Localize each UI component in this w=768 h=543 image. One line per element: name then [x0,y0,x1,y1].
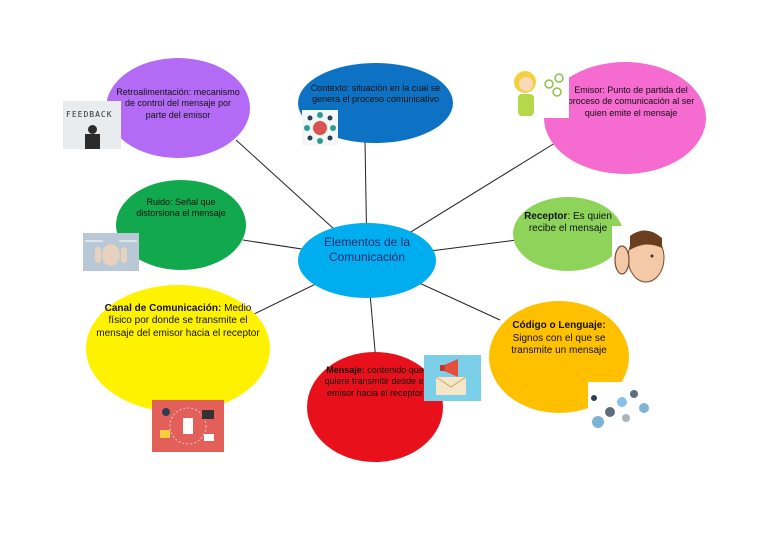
node-receptor: Receptor: Es quien recibe el mensaje [513,197,623,271]
contexto-text: situación en la cual se genera el proces… [311,82,441,104]
ear-listening-icon [612,226,670,288]
node-retroalimentacion: Retroalimentación: mecanismo de control … [106,58,250,158]
node-mensaje: Mensaje: contenido que quiere transmitir… [307,352,443,462]
letters-code-icon [588,382,654,434]
node-codigo: Código o Lenguaje: Signos con el que se … [489,301,629,413]
channel-devices-icon [152,400,224,452]
emisor-text: Punto de partida del proceso de comunica… [567,85,695,118]
feedback-photo-icon: FEEDBACK [63,101,121,149]
center-label: Elementos de la Comunicación [323,234,411,264]
node-canal: Canal de Comunicación: Medio físico por … [86,285,270,412]
ruido-text: Señal que distorsiona el mensaje [136,196,226,218]
codigo-text: Signos con el que se transmite un mensaj… [511,332,607,357]
receptor-title: Receptor [524,210,568,222]
retroalimentacion-title: Retroalimentación: [116,87,192,98]
mensaje-text: contenido que quiere transmitir desde el… [324,365,426,398]
emisor-title: Emisor: [574,85,605,96]
node-emisor: Emisor: Punto de partida del proceso de … [544,62,706,174]
contexto-title: Contexto: [310,82,350,93]
retroalimentacion-text: mecanismo de control del mensaje por par… [124,87,240,120]
woman-speaking-icon [507,66,569,118]
envelope-megaphone-icon [424,355,481,401]
canal-title: Canal de Comunicación: [104,302,222,314]
ruido-title: Ruido: [146,196,173,207]
canal-text: Medio físico por donde se transmite el m… [96,302,260,339]
feedback-sign: FEEDBACK [66,110,113,119]
mensaje-title: Mensaje: [326,365,365,376]
noise-head-icon [83,233,139,271]
codigo-title: Código o Lenguaje: [512,320,606,332]
receptor-text: : Es quien recibe el mensaje [528,210,612,235]
node-center: Elementos de la Comunicación [298,223,436,298]
people-network-icon [302,110,338,146]
